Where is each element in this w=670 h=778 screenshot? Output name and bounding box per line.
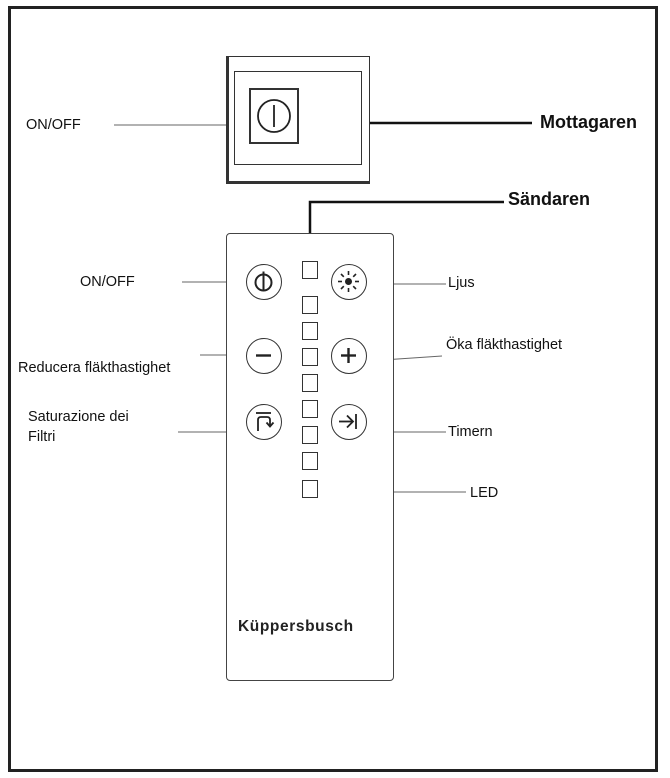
- increase-fan-button[interactable]: [331, 338, 367, 374]
- led-indicator: [302, 261, 318, 279]
- light-icon: [338, 271, 359, 292]
- power-circle-icon: [257, 99, 291, 133]
- label-timer: Timern: [448, 424, 493, 440]
- minus-icon: [256, 354, 271, 357]
- leader-transmitter: [308, 200, 504, 233]
- label-remote-on-off: ON/OFF: [80, 274, 135, 290]
- label-increase-fan: Öka fläkthastighet: [446, 337, 563, 353]
- label-led: LED: [470, 485, 499, 501]
- label-light: Ljus: [448, 275, 475, 291]
- led-indicator: [302, 480, 318, 498]
- led-indicator: [302, 322, 318, 340]
- filter-reset-icon: [256, 412, 275, 431]
- label-transmitter: Sändaren: [508, 189, 591, 209]
- receiver-switch[interactable]: [249, 88, 299, 144]
- diagram-frame: [8, 6, 658, 772]
- led-indicator: [302, 374, 318, 392]
- brand-logo: Küppersbusch: [238, 618, 354, 635]
- timer-icon: [339, 414, 357, 429]
- label-filter-line2: Filtri: [28, 429, 56, 445]
- decrease-fan-button[interactable]: [246, 338, 282, 374]
- led-indicator: [302, 400, 318, 418]
- led-indicator: [302, 296, 318, 314]
- plus-icon: [341, 348, 356, 363]
- label-decrease-fan: Reducera fläkthastighet: [18, 360, 171, 376]
- label-filter-line1: Saturazione dei: [28, 409, 129, 425]
- label-receiver: Mottagaren: [540, 112, 638, 132]
- label-receiver-on-off: ON/OFF: [26, 117, 81, 133]
- filter-button[interactable]: [246, 404, 282, 440]
- led-indicator: [302, 348, 318, 366]
- light-button[interactable]: [331, 264, 367, 300]
- power-icon: [254, 271, 273, 292]
- timer-button[interactable]: [331, 404, 367, 440]
- receiver-panel: [234, 71, 362, 165]
- power-button[interactable]: [246, 264, 282, 300]
- led-indicator: [302, 452, 318, 470]
- led-indicator: [302, 426, 318, 444]
